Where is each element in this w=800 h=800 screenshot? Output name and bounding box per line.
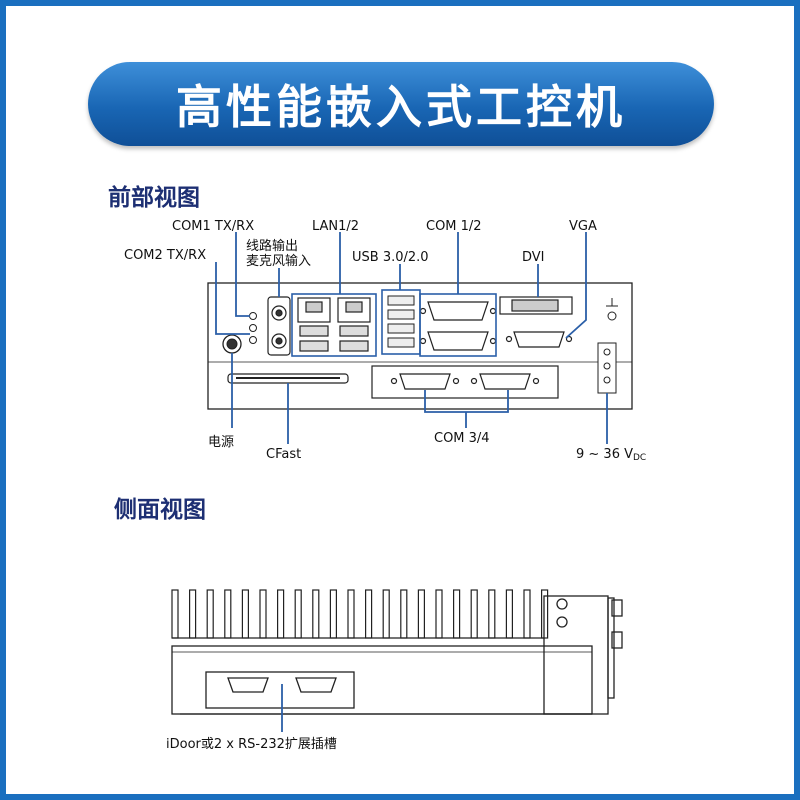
- led-1: [249, 312, 257, 320]
- com12-ports: [419, 301, 497, 351]
- heatsink-fin: [189, 589, 197, 639]
- heatsink-fin: [400, 589, 408, 639]
- heatsink-fin: [470, 589, 478, 639]
- power-button: [222, 334, 242, 354]
- heatsink-fin: [488, 589, 496, 639]
- heatsink-fin: [365, 589, 373, 639]
- dc-voltage-text: 9 ~ 36 V: [576, 447, 633, 462]
- com34-ports: [371, 365, 559, 399]
- led-3: [249, 336, 257, 344]
- dc-terminal: [597, 342, 617, 394]
- front-view-heading: 前部视图: [108, 185, 200, 211]
- heatsink-fin: [417, 589, 425, 639]
- status-leds: [249, 312, 257, 344]
- heatsink-fin: [294, 589, 302, 639]
- label-mic-in: 麦克风输入: [246, 254, 312, 269]
- dc-unit-text: DC: [633, 453, 647, 463]
- heatsink-fin: [435, 589, 443, 639]
- title-banner: 高性能嵌入式工控机: [88, 62, 714, 146]
- heatsink-fins: [171, 589, 549, 639]
- heatsink-fin: [505, 589, 513, 639]
- lan-ports: [297, 297, 371, 352]
- heatsink-fin: [312, 589, 320, 639]
- led-2: [249, 324, 257, 332]
- label-power: 电源: [208, 435, 235, 450]
- ground-symbol: [606, 298, 618, 321]
- heatsink-fin: [523, 589, 531, 639]
- heatsink-fin: [382, 589, 390, 639]
- heatsink-fin: [224, 589, 232, 639]
- banner-title: 高性能嵌入式工控机: [176, 80, 626, 134]
- heatsink-fin: [171, 589, 179, 639]
- heatsink-fin: [277, 589, 285, 639]
- heatsink-fin: [347, 589, 355, 639]
- front-chassis: [207, 282, 633, 410]
- front-callouts: [215, 232, 608, 444]
- label-vga: VGA: [569, 219, 597, 234]
- heatsink-fin: [329, 589, 337, 639]
- audio-jacks: [267, 296, 291, 356]
- label-usb: USB 3.0/2.0: [352, 250, 429, 265]
- label-com1-txrx: COM1 TX/RX: [172, 219, 255, 234]
- label-com12: COM 1/2: [426, 219, 482, 234]
- heatsink-fin: [259, 589, 267, 639]
- vga-port: [505, 331, 573, 348]
- callout-vga: [565, 232, 587, 339]
- usb-ports: [387, 295, 415, 348]
- heatsink-fin: [206, 589, 214, 639]
- heatsink-fin: [241, 589, 249, 639]
- label-line-out: 线路输出: [246, 239, 299, 254]
- label-dc-voltage: 9 ~ 36 VDC: [576, 447, 646, 463]
- heatsink-fin: [453, 589, 461, 639]
- lan-highlight: [291, 293, 377, 357]
- label-com34: COM 3/4: [434, 431, 490, 446]
- cfast-slot: [227, 373, 349, 384]
- dvi-port: [499, 296, 573, 315]
- label-dvi: DVI: [522, 250, 545, 265]
- side-view-heading: 侧面视图: [114, 497, 206, 523]
- label-cfast: CFast: [266, 447, 302, 462]
- side-chassis: [171, 595, 623, 715]
- callout-com2: [215, 262, 250, 335]
- label-lan: LAN1/2: [312, 219, 360, 234]
- label-idoor: iDoor或2 x RS-232扩展插槽: [166, 737, 337, 752]
- callout-com1: [235, 232, 250, 317]
- label-com2-txrx: COM2 TX/RX: [124, 248, 207, 263]
- front-panel-outline: [207, 282, 633, 410]
